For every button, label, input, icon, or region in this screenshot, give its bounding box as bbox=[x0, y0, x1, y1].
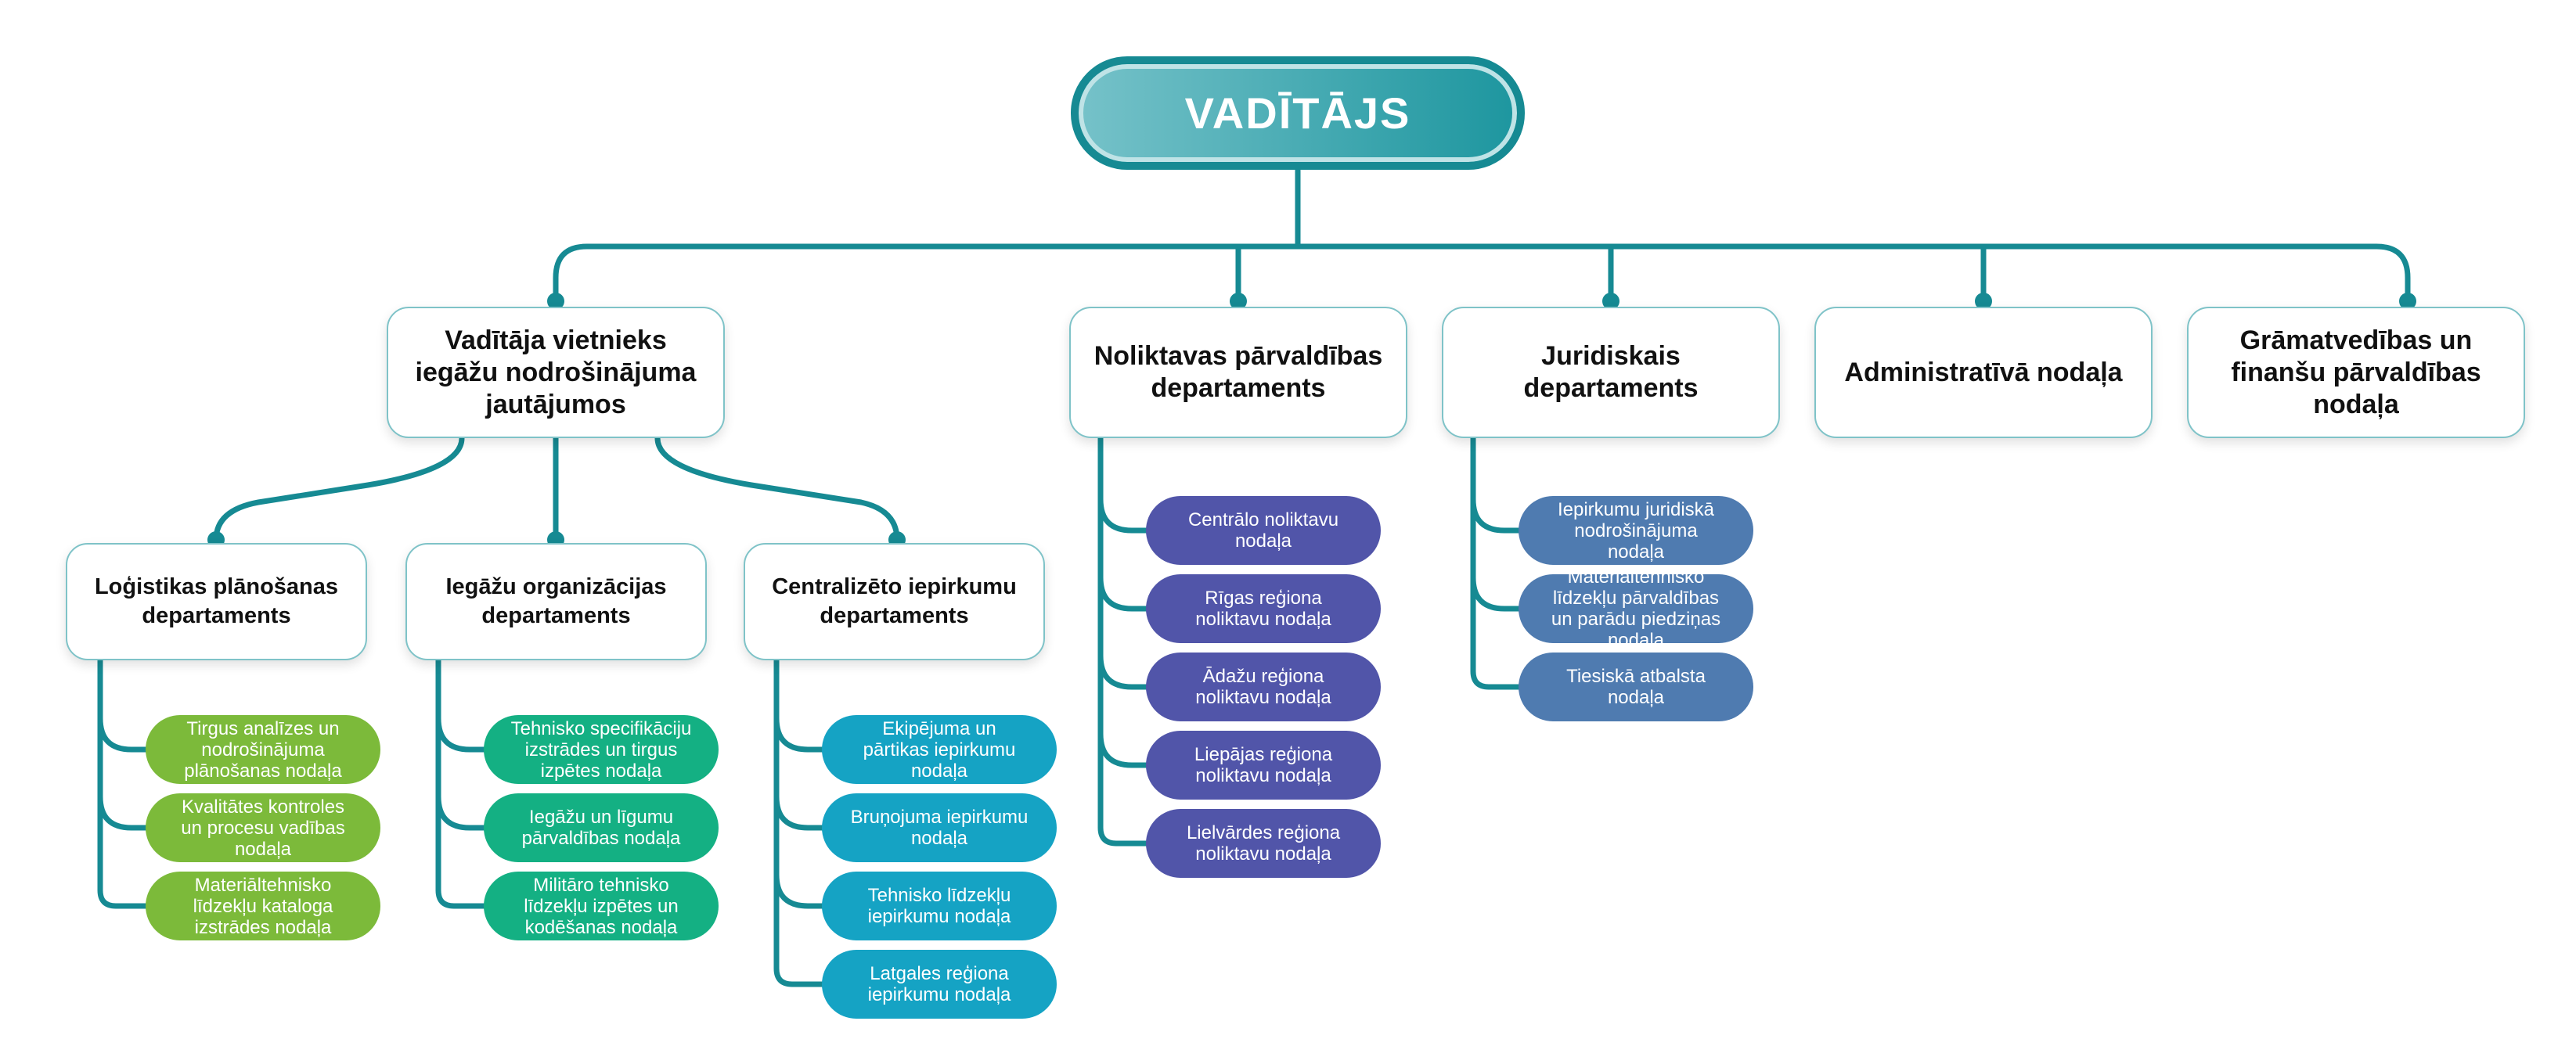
unit-contracts[interactable]: Iegāžu un līgumu pārvaldības nodaļa bbox=[484, 793, 719, 862]
l1-node-legal[interactable]: Juridiskais departaments bbox=[1442, 307, 1780, 438]
l1-node-deputy[interactable]: Vadītāja vietnieks iegāžu nodrošinājuma … bbox=[387, 307, 725, 438]
warehouse-branch-3 bbox=[1097, 731, 1152, 768]
procurement-org-trunk-line bbox=[435, 657, 490, 909]
central-branch-0 bbox=[773, 715, 828, 753]
procurement-org-branch-1 bbox=[435, 793, 490, 831]
main-bus-line bbox=[553, 243, 2411, 304]
central-branch-1 bbox=[773, 793, 828, 831]
bus-dot-2 bbox=[1602, 293, 1619, 310]
central-trunk-line bbox=[773, 657, 828, 987]
unit-debt-recovery[interactable]: Materiāltehnisko līdzekļu pārvaldības un… bbox=[1519, 574, 1753, 643]
l1-node-finance[interactable]: Grāmatvedības un finanšu pārvaldības nod… bbox=[2187, 307, 2525, 438]
unit-procurement-legal[interactable]: Iepirkumu juridiskā nodrošinājuma nodaļa bbox=[1519, 496, 1753, 565]
unit-technical-means[interactable]: Tehnisko līdzekļu iepirkumu nodaļa bbox=[822, 872, 1057, 940]
root-node-vaditajs[interactable]: VADĪTĀJS bbox=[1071, 56, 1525, 170]
unit-riga-warehouses[interactable]: Rīgas reģiona noliktavu nodaļa bbox=[1146, 574, 1381, 643]
unit-central-warehouses[interactable]: Centrālo noliktavu nodaļa bbox=[1146, 496, 1381, 565]
unit-military-coding[interactable]: Militāro tehnisko līdzekļu izpētes un ko… bbox=[484, 872, 719, 940]
legal-branch-1 bbox=[1470, 574, 1525, 612]
unit-armament[interactable]: Bruņojuma iepirkumu nodaļa bbox=[822, 793, 1057, 862]
procurement-org-branch-0 bbox=[435, 715, 490, 753]
unit-liepaja-warehouses[interactable]: Liepājas reģiona noliktavu nodaļa bbox=[1146, 731, 1381, 800]
warehouse-branch-1 bbox=[1097, 574, 1152, 612]
bus-dot-1 bbox=[1230, 293, 1247, 310]
unit-legal-support[interactable]: Tiesiskā atbalsta nodaļa bbox=[1519, 653, 1753, 721]
l1-node-admin[interactable]: Administratīvā nodaļa bbox=[1814, 307, 2153, 438]
central-branch-2 bbox=[773, 872, 828, 909]
unit-adazi-warehouses[interactable]: Ādažu reģiona noliktavu nodaļa bbox=[1146, 653, 1381, 721]
unit-quality-control[interactable]: Kvalitātes kontroles un procesu vadības … bbox=[146, 793, 380, 862]
unit-lielvarde-warehouses[interactable]: Lielvārdes reģiona noliktavu nodaļa bbox=[1146, 809, 1381, 878]
l1-node-warehouse[interactable]: Noliktavas pārvaldības departaments bbox=[1069, 307, 1407, 438]
unit-market-analysis[interactable]: Tirgus analīzes un nodrošinājuma plānoša… bbox=[146, 715, 380, 784]
deputy-to-logistics-line bbox=[213, 435, 465, 543]
bus-dot-4 bbox=[2399, 293, 2416, 310]
warehouse-branch-2 bbox=[1097, 653, 1152, 690]
bus-dot-3 bbox=[1975, 293, 1992, 310]
warehouse-branch-0 bbox=[1097, 496, 1152, 534]
logistics-trunk-line bbox=[97, 657, 152, 909]
unit-equipment-food[interactable]: Ekipējuma un pārtikas iepirkumu nodaļa bbox=[822, 715, 1057, 784]
unit-catalogue[interactable]: Materiāltehnisko līdzekļu kataloga izstr… bbox=[146, 872, 380, 940]
l2-node-procurement-org[interactable]: Iegāžu organizācijas departaments bbox=[405, 543, 707, 660]
logistics-branch-0 bbox=[97, 715, 152, 753]
bus-dot-0 bbox=[547, 293, 564, 310]
unit-latgale[interactable]: Latgales reģiona iepirkumu nodaļa bbox=[822, 950, 1057, 1019]
legal-trunk-line bbox=[1470, 435, 1525, 690]
l2-node-logistics[interactable]: Loģistikas plānošanas departaments bbox=[66, 543, 367, 660]
unit-specifications[interactable]: Tehnisko specifikāciju izstrādes un tirg… bbox=[484, 715, 719, 784]
deputy-to-central-line bbox=[654, 435, 900, 543]
warehouse-trunk-line bbox=[1097, 435, 1152, 847]
l2-node-central-procurement[interactable]: Centralizēto iepirkumu departaments bbox=[744, 543, 1045, 660]
legal-branch-0 bbox=[1470, 496, 1525, 534]
logistics-branch-1 bbox=[97, 793, 152, 831]
